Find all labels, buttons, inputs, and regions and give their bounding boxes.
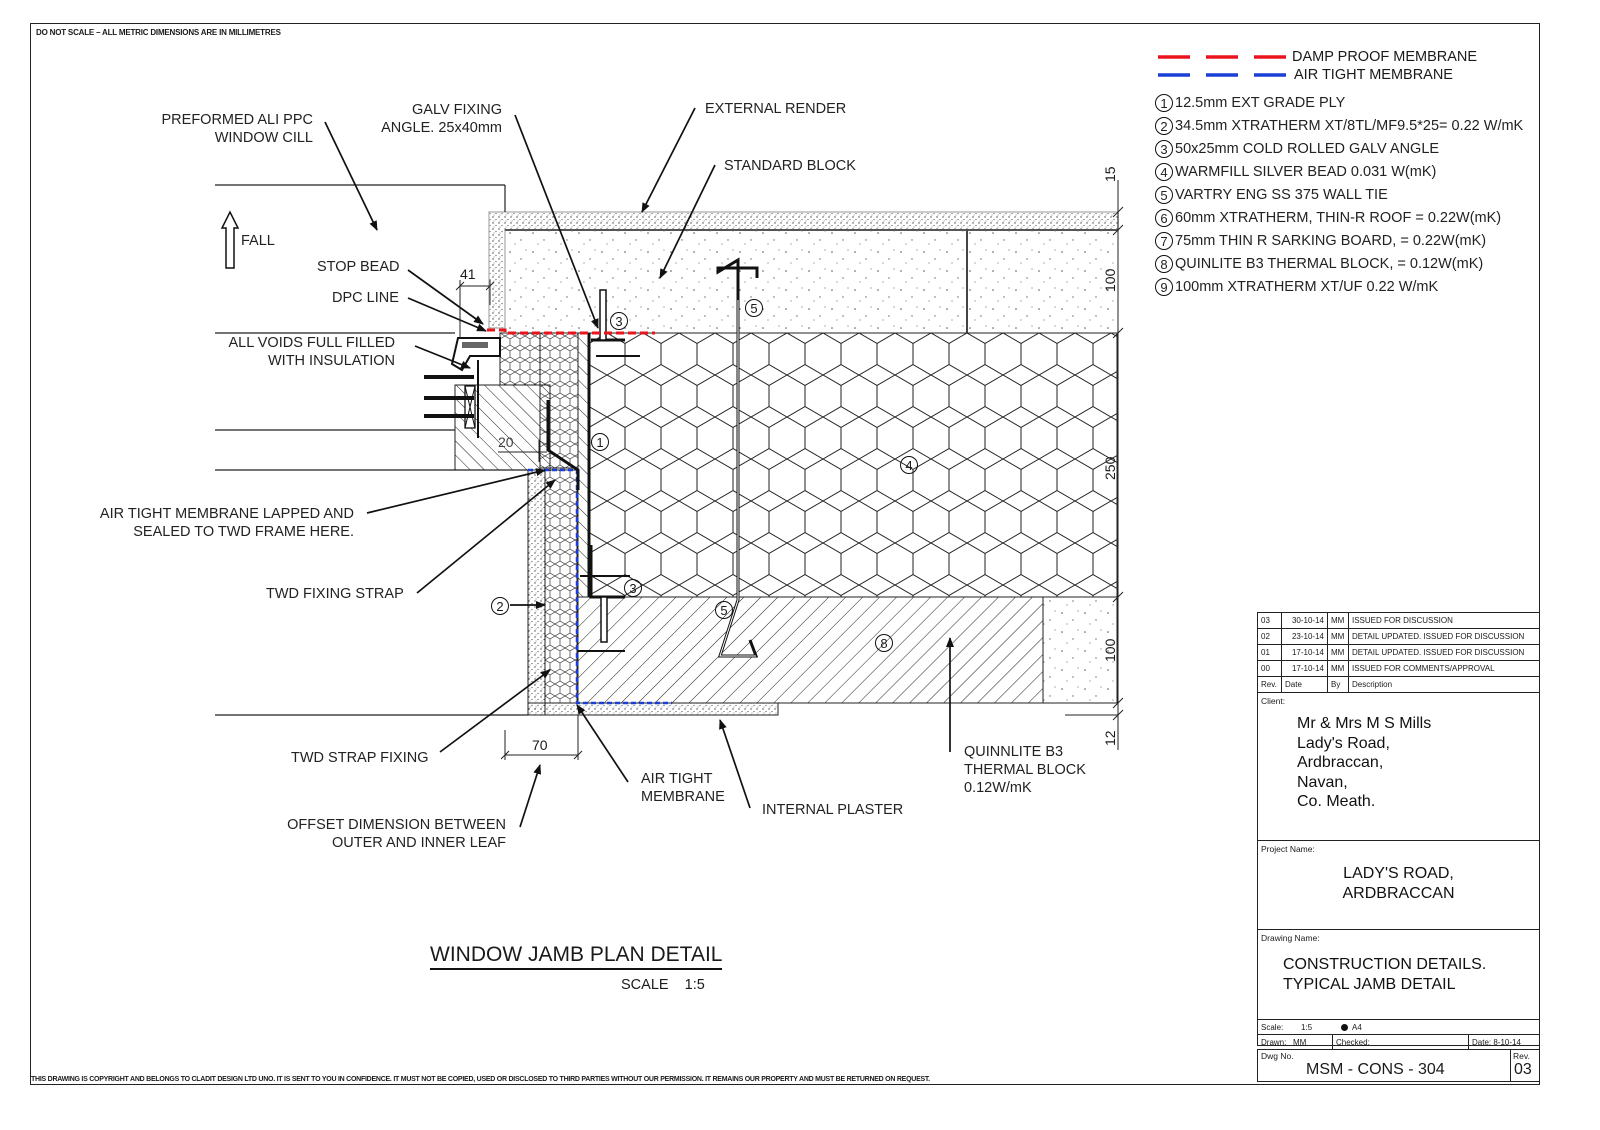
drawing-sheet-border [30, 23, 1540, 1085]
callout-4: 4 [900, 456, 918, 474]
project-section: Project Name: LADY'S ROAD, ARDBRACCAN [1258, 841, 1539, 930]
client-address: Mr & Mrs M S Mills Lady's Road, Ardbracc… [1297, 715, 1432, 810]
label-internal-plaster: INTERNAL PLASTER [762, 802, 904, 818]
label-stop-bead: STOP BEAD [317, 259, 400, 275]
legend-dpm: DAMP PROOF MEMBRANE [1158, 49, 1478, 65]
dim-20: 20 [498, 434, 514, 450]
damp-proof-membrane-line [487, 328, 655, 335]
callout-1: 1 [591, 433, 609, 451]
label-standard-block: STANDARD BLOCK [724, 158, 856, 174]
twd-strap [546, 400, 580, 490]
callout-2: 2 [491, 597, 509, 615]
revision-number: 03 [1514, 1061, 1532, 1078]
paper-size-icon [1341, 1023, 1348, 1031]
copyright-footer: THIS DRAWING IS COPYRIGHT AND BELONGS TO… [31, 1076, 930, 1083]
project-name: LADY'S ROAD, ARDBRACCAN [1342, 865, 1455, 902]
internal-plaster [527, 702, 779, 716]
callout-8: 8 [875, 634, 893, 652]
dim-70: 70 [532, 737, 548, 753]
fall-arrow-icon [220, 210, 240, 269]
warmfill-cavity-insulation [588, 332, 1118, 598]
leader-lines [324, 107, 954, 828]
drawing-title: WINDOW JAMB PLAN DETAIL [430, 943, 723, 970]
ext-grade-ply [577, 332, 590, 598]
standard-block-outer [505, 230, 1117, 333]
dwg-no-cell: Dwg No. MSM - CONS - 304 [1258, 1050, 1511, 1081]
client-section: Client: Mr & Mrs M S Mills Lady's Road, … [1258, 693, 1539, 841]
quinnlite-thermal-block [577, 596, 1044, 704]
drawn-row: Drawn: MM Checked: Date: 8-10-14 [1258, 1035, 1539, 1049]
drawing-scale: SCALE 1:5 [621, 977, 705, 993]
dim-100-outer: 100 [1102, 268, 1118, 292]
scale-row: Scale: 1:5 A4 [1258, 1020, 1539, 1035]
drawing-number: MSM - CONS - 304 [1306, 1061, 1445, 1078]
galv-angle-upper [591, 289, 640, 357]
legend-atm: AIR TIGHT MEMBRANE [1158, 67, 1453, 83]
drawing-number-block: Dwg No. MSM - CONS - 304 Rev. 03 [1257, 1049, 1540, 1082]
inner-block-beyond [1042, 596, 1118, 704]
label-dpc-line: DPC LINE [332, 290, 399, 306]
header-note: DO NOT SCALE – ALL METRIC DIMENSIONS ARE… [36, 28, 281, 37]
drawing-name-section: Drawing Name: CONSTRUCTION DETAILS. TYPI… [1258, 930, 1539, 1020]
label-twd-strap-fixing: TWD STRAP FIXING [291, 750, 429, 766]
callout-3-upper: 3 [610, 312, 628, 330]
label-fall: FALL [241, 233, 275, 249]
rev-cell: Rev. 03 [1513, 1051, 1532, 1078]
dim-41: 41 [460, 266, 476, 282]
callout-5-lower: 5 [715, 601, 733, 619]
xtratherm-board [544, 469, 578, 704]
dimension-lines [455, 180, 1124, 760]
air-tight-membrane-line [528, 468, 672, 705]
callout-3-lower: 3 [624, 579, 642, 597]
dim-15: 15 [1102, 166, 1118, 182]
dim-12: 12 [1102, 730, 1118, 746]
dim-100-inner: 100 [1102, 638, 1118, 662]
label-external-render: EXTERNAL RENDER [705, 101, 847, 117]
callout-5-upper: 5 [745, 299, 763, 317]
dim-250: 250 [1102, 456, 1118, 480]
reference-lines [215, 184, 528, 716]
galv-angle-lower [578, 545, 630, 652]
membrane-legend: DAMP PROOF MEMBRANE AIR TIGHT MEMBRANE [1158, 48, 1477, 84]
drawing-name: CONSTRUCTION DETAILS. TYPICAL JAMB DETAI… [1283, 956, 1487, 993]
label-twd-fixing-strap: TWD FIXING STRAP [266, 586, 404, 602]
window-frame [424, 337, 501, 438]
plasterboard-lining [527, 469, 546, 716]
